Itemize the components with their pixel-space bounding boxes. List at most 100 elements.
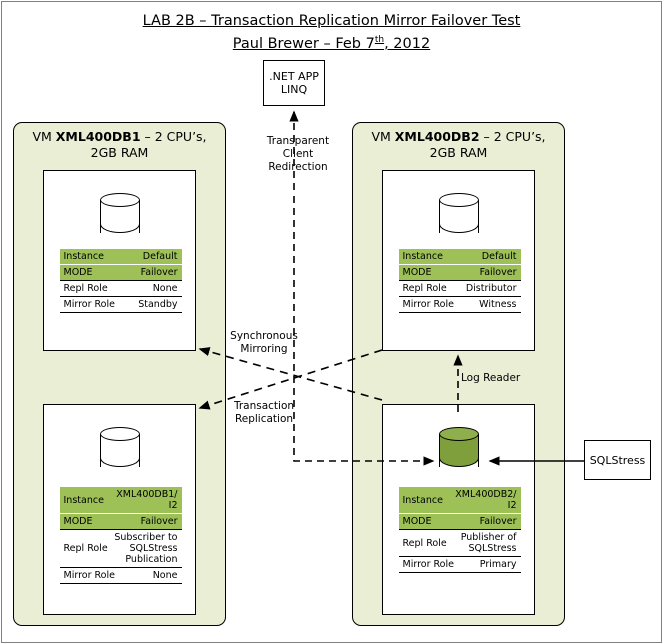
label-txrepl-line-2: Replication — [234, 413, 294, 425]
database-cylinder-icon — [99, 427, 142, 475]
property-value: Failover — [479, 516, 517, 527]
property-row: Mirror Role Primary — [398, 557, 521, 573]
label-transparent-line-3: Redirection — [268, 161, 328, 173]
property-value: Primary — [479, 559, 517, 570]
property-row: Instance Default — [398, 249, 521, 264]
label-transparent-line-2: Client — [282, 148, 314, 160]
vm-title-xml400db1: VM XML400DB1 – 2 CPU’s, 2GB RAM — [22, 129, 217, 161]
label-transaction-replication: Transaction Replication — [222, 400, 306, 426]
database-cylinder-icon — [438, 193, 481, 241]
database-cylinder-icon — [99, 193, 142, 241]
property-row: MODE Failover — [59, 513, 182, 529]
property-key: Repl Role — [402, 283, 447, 294]
property-row: MODE Failover — [398, 513, 521, 529]
label-sync-line-2: Mirroring — [240, 343, 288, 355]
property-key: Instance — [402, 251, 443, 262]
cylinder-top — [438, 193, 479, 207]
property-row: Repl Role Distributor — [398, 280, 521, 297]
property-key: Repl Role — [402, 537, 447, 549]
cylinder-top — [99, 193, 140, 207]
property-row: Repl Role Publisher of SQLStress — [398, 529, 521, 557]
vm-ram: 2GB RAM — [90, 145, 149, 160]
property-value: XML400DB1/ I2 — [116, 489, 178, 511]
property-key: Instance — [402, 494, 443, 506]
property-key: Mirror Role — [402, 299, 454, 310]
property-key: Repl Role — [63, 543, 108, 554]
property-value: Subscriber to SQLStress Publication — [114, 532, 178, 565]
property-value: Failover — [479, 267, 517, 278]
vm-ram: 2GB RAM — [429, 145, 488, 160]
vm-title-xml400db2: VM XML400DB2 – 2 CPU’s, 2GB RAM — [361, 129, 556, 161]
sqlstress-label: SQLStress — [589, 453, 646, 467]
property-row: Instance XML400DB1/ I2 — [59, 487, 182, 513]
cylinder-side — [438, 200, 479, 233]
property-value: Failover — [140, 267, 178, 278]
label-log-reader: Log Reader — [461, 372, 521, 384]
vm-spec: – 2 CPU’s, — [479, 129, 546, 144]
title-line-2: Paul Brewer – Feb 7th, 2012 — [233, 31, 430, 54]
dotnet-app-line-2: LINQ — [280, 83, 308, 96]
label-synchronous-mirroring: Synchronous Mirroring — [222, 330, 306, 356]
property-row: Mirror Role Witness — [398, 297, 521, 313]
vm-name: XML400DB2 — [394, 129, 480, 144]
vm-label-prefix: VM — [371, 129, 395, 144]
title-year: , 2012 — [384, 35, 431, 52]
property-row: Instance Default — [59, 249, 182, 264]
property-value: None — [152, 570, 178, 581]
property-value: Witness — [479, 299, 517, 310]
label-transparent-line-1: Transparent — [266, 135, 330, 147]
label-txrepl-line-1: Transaction — [233, 400, 295, 412]
vm-label-prefix: VM — [32, 129, 56, 144]
cylinder-side — [99, 200, 140, 233]
property-key: MODE — [402, 267, 432, 278]
property-key: MODE — [63, 516, 93, 527]
property-key: MODE — [402, 516, 432, 527]
cylinder-body — [438, 434, 479, 467]
property-key: Instance — [63, 494, 104, 506]
title-ordinal-suffix: th — [374, 35, 385, 45]
property-value: Standby — [138, 299, 178, 310]
label-sync-line-1: Synchronous — [230, 330, 298, 342]
page-title: LAB 2B – Transaction Replication Mirror … — [0, 10, 663, 54]
property-key: Repl Role — [63, 283, 108, 294]
cylinder-top — [438, 427, 479, 441]
property-key: Instance — [63, 251, 104, 262]
property-value: Failover — [140, 516, 178, 527]
sqlstress-box[interactable]: SQLStress — [584, 440, 651, 480]
property-value: Distributor — [465, 283, 517, 294]
vm-spec: – 2 CPU’s, — [140, 129, 207, 144]
property-row: Mirror Role Standby — [59, 297, 182, 313]
property-row: Repl Role None — [59, 280, 182, 297]
property-row: Mirror Role None — [59, 568, 182, 584]
property-value: Default — [142, 251, 178, 262]
vm-name: XML400DB1 — [55, 129, 141, 144]
property-row: MODE Failover — [59, 264, 182, 280]
cylinder-top — [99, 427, 140, 441]
property-key: Mirror Role — [402, 559, 454, 570]
property-key: Mirror Role — [63, 570, 115, 581]
cylinder-side — [99, 434, 140, 467]
title-author-date: Paul Brewer – Feb 7 — [232, 35, 375, 52]
label-transparent-client-redirection: Transparent Client Redirection — [252, 135, 344, 174]
cylinder-side — [438, 434, 479, 467]
dotnet-app-box[interactable]: .NET APP LINQ — [263, 60, 325, 106]
property-value: None — [152, 283, 178, 294]
property-value: Default — [481, 251, 517, 262]
property-key: Mirror Role — [63, 299, 115, 310]
property-value: Publisher of SQLStress — [460, 532, 517, 554]
property-key: MODE — [63, 267, 93, 278]
title-line-1: LAB 2B – Transaction Replication Mirror … — [142, 13, 521, 29]
property-row: Repl Role Subscriber to SQLStress Publica… — [59, 529, 182, 568]
database-cylinder-icon — [438, 427, 481, 475]
